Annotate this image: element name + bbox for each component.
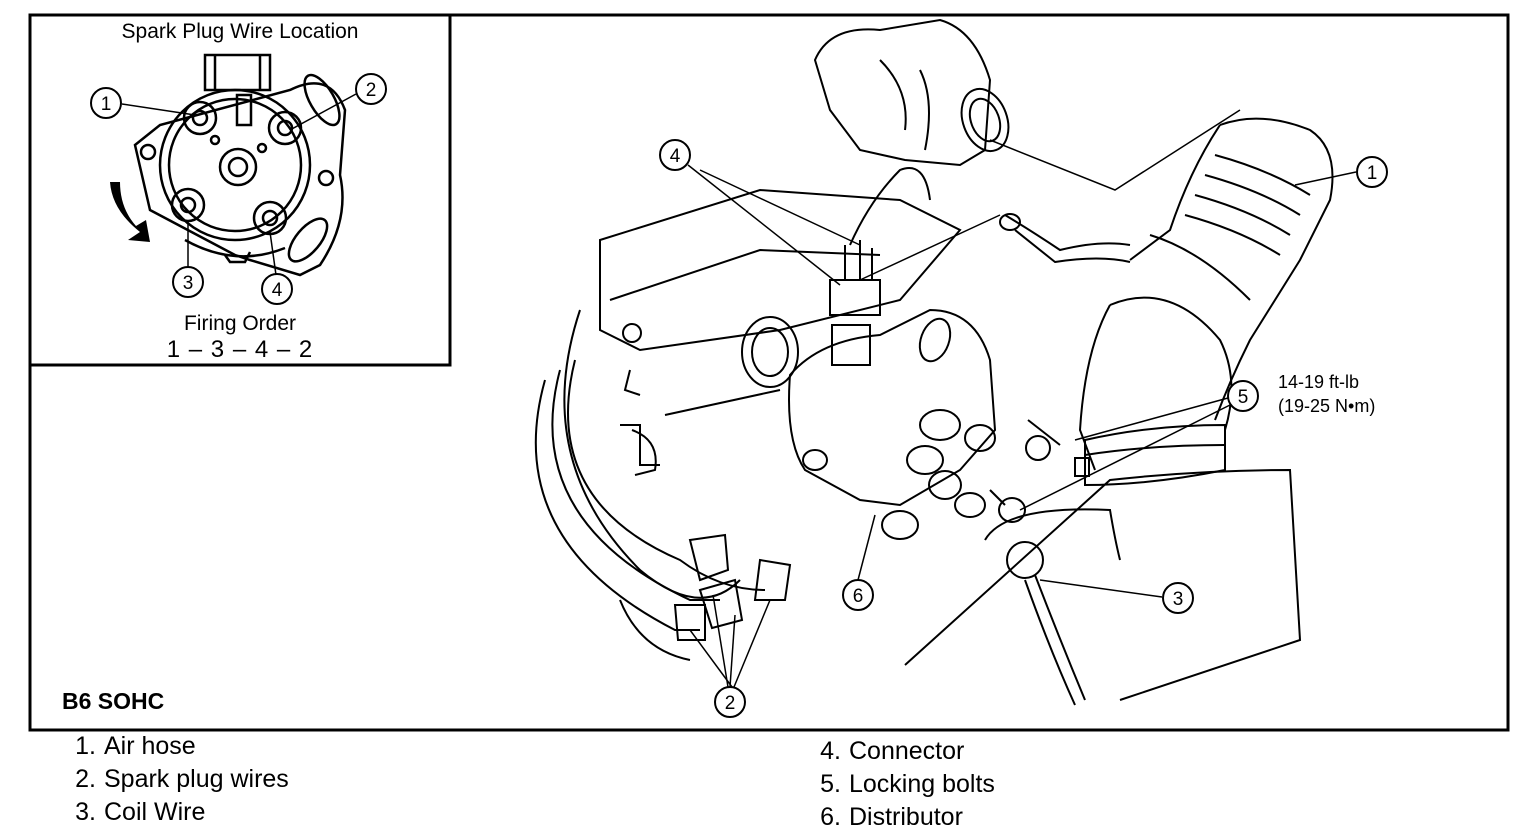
callout-locking-bolts: 5 bbox=[1227, 380, 1259, 412]
main-frame bbox=[28, 13, 1510, 732]
legend-label: Distributor bbox=[849, 803, 963, 831]
callout-air-hose: 1 bbox=[1356, 156, 1388, 188]
svg-text:5: 5 bbox=[1238, 387, 1249, 408]
legend-num: 3. bbox=[75, 798, 96, 826]
legend-num: 6. bbox=[820, 803, 841, 831]
legend-item-spark-plug-wires: 2. Spark plug wires bbox=[60, 763, 289, 796]
main-leader-lines bbox=[687, 109, 1357, 688]
legend-item-locking-bolts: 5. Locking bolts bbox=[805, 768, 995, 801]
legend-right: 4. Connector 5. Locking bolts 6. Distributo… bbox=[805, 735, 995, 834]
firing-order-label: Firing Order bbox=[183, 312, 297, 335]
svg-text:3: 3 bbox=[183, 273, 194, 294]
legend-item-connector: 4. Connector bbox=[805, 735, 995, 768]
legend-num: 4. bbox=[820, 737, 841, 765]
engine-label: B6 SOHC bbox=[62, 688, 165, 714]
legend-label: Air hose bbox=[104, 732, 196, 760]
legend-num: 1. bbox=[75, 732, 96, 760]
engine-illustration bbox=[534, 18, 1334, 706]
legend-num: 5. bbox=[820, 770, 841, 798]
main-callouts: 1 2 3 4 5 6 bbox=[659, 139, 1388, 718]
inset-callout-1: 1 bbox=[90, 87, 122, 119]
svg-text:2: 2 bbox=[366, 80, 377, 101]
inset-frame bbox=[28, 13, 452, 367]
callout-coil-wire: 3 bbox=[1162, 582, 1194, 614]
svg-text:1: 1 bbox=[1367, 163, 1378, 184]
legend-left: 1. Air hose 2. Spark plug wires 3. Coil Wir… bbox=[60, 730, 289, 829]
callout-connector: 4 bbox=[659, 139, 691, 171]
legend-item-distributor: 6. Distributor bbox=[805, 801, 995, 834]
inset-callout-3: 3 bbox=[172, 266, 204, 298]
svg-text:4: 4 bbox=[272, 280, 283, 301]
inset-callouts: 1 2 3 4 bbox=[90, 73, 387, 305]
legend-num: 2. bbox=[75, 765, 96, 793]
inset-title: Spark Plug Wire Location bbox=[121, 20, 359, 43]
callout-spark-plug-wires: 2 bbox=[714, 686, 746, 718]
legend-label: Coil Wire bbox=[104, 798, 206, 826]
inset-distributor-drawing bbox=[133, 53, 347, 277]
legend-label: Locking bolts bbox=[849, 770, 995, 798]
inset-callout-4: 4 bbox=[261, 273, 293, 305]
svg-text:3: 3 bbox=[1173, 589, 1184, 610]
svg-text:2: 2 bbox=[725, 693, 736, 714]
svg-text:6: 6 bbox=[853, 586, 864, 607]
torque-spec: 14-19 ft-lb (19-25 N•m) bbox=[1278, 370, 1375, 418]
rotation-arrow bbox=[110, 182, 150, 242]
firing-order-sequence: 1 – 3 – 4 – 2 bbox=[166, 336, 314, 363]
legend-item-coil-wire: 3. Coil Wire bbox=[60, 796, 289, 829]
torque-ftlb: 14-19 ft-lb bbox=[1278, 372, 1360, 392]
svg-text:4: 4 bbox=[670, 146, 681, 167]
inset-leader-lines bbox=[121, 93, 357, 276]
svg-text:1: 1 bbox=[101, 94, 112, 115]
callout-distributor: 6 bbox=[842, 579, 874, 611]
legend-label: Connector bbox=[849, 737, 965, 765]
legend-item-air-hose: 1. Air hose bbox=[60, 730, 289, 763]
torque-nm: (19-25 N•m) bbox=[1278, 396, 1376, 416]
legend-label: Spark plug wires bbox=[104, 765, 289, 793]
inset-callout-2: 2 bbox=[355, 73, 387, 105]
